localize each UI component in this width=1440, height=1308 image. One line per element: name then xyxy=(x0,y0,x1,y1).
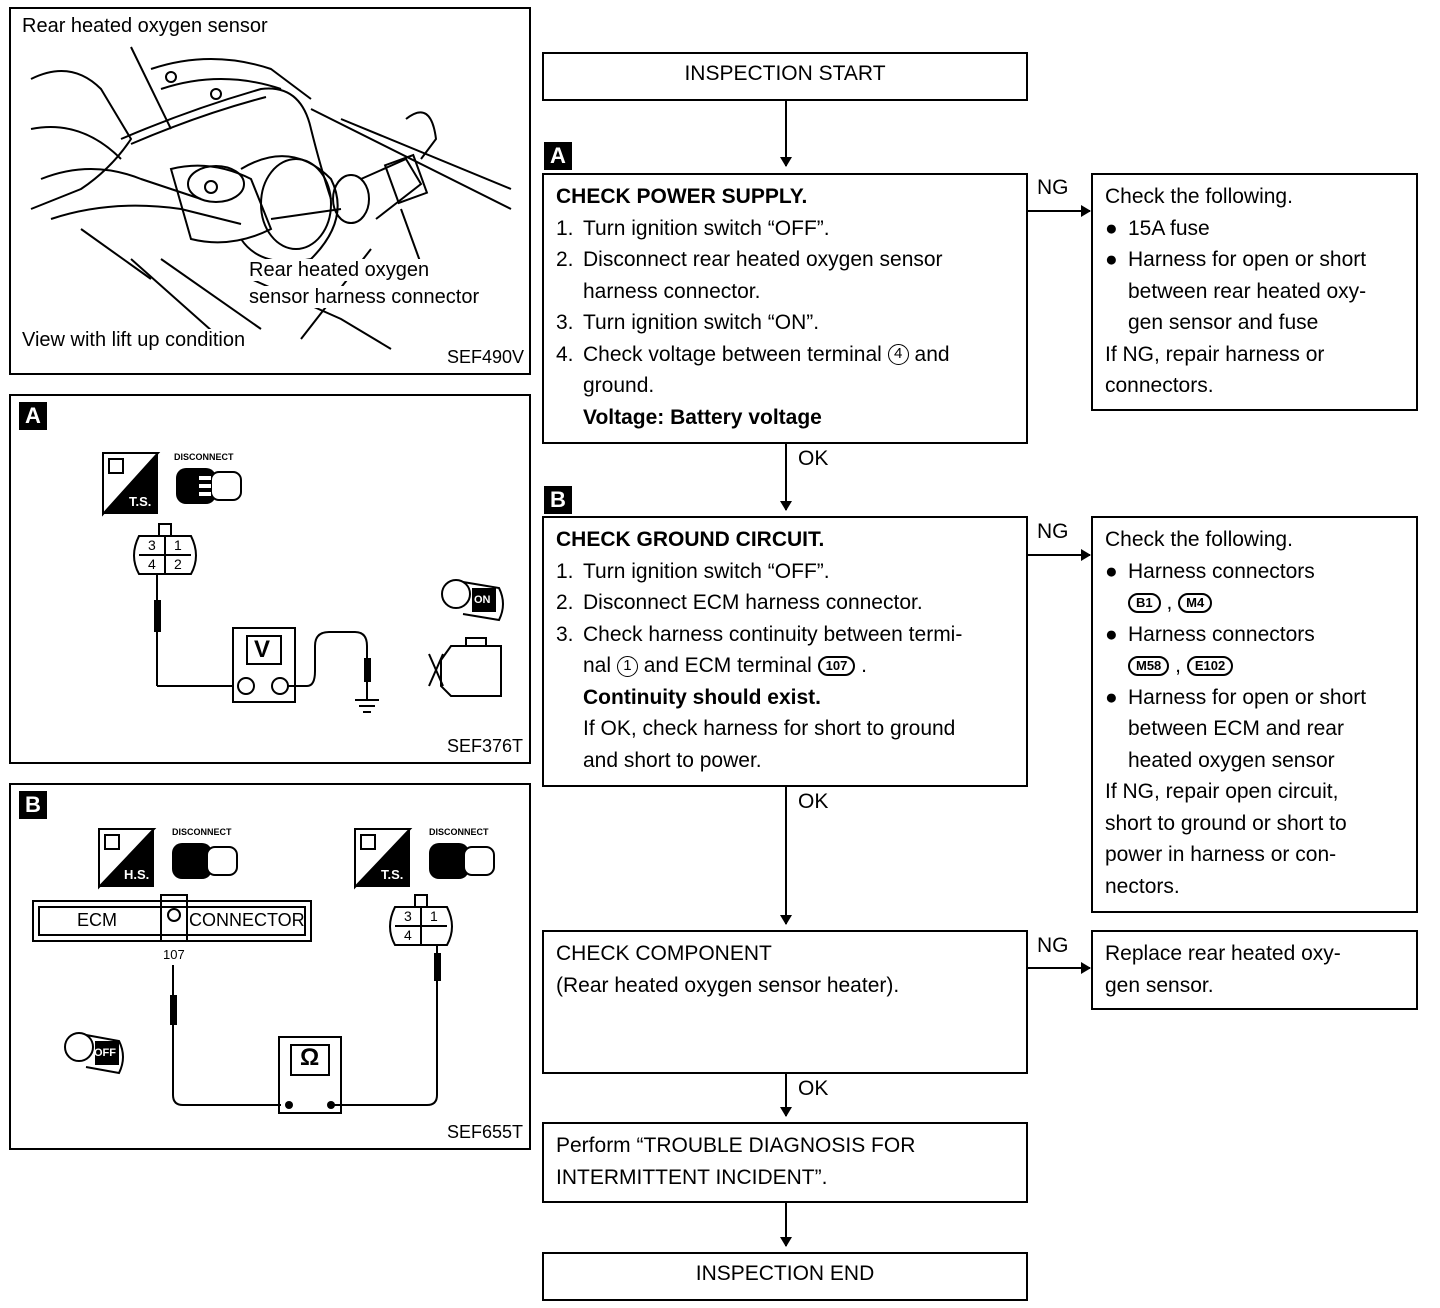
step-b-item: 2.Disconnect ECM harness connector. xyxy=(556,591,923,614)
continuity-check-circuit xyxy=(32,828,495,1114)
ng-b-head: Check the following. xyxy=(1105,528,1293,551)
ignition-on-label: ON xyxy=(474,594,491,606)
pin-4: 4 xyxy=(404,927,412,943)
pin-4: 4 xyxy=(148,556,156,572)
connector-label-1: Rear heated oxygen xyxy=(249,259,430,281)
ng-a-foot-1: If NG, repair harness or xyxy=(1105,342,1325,366)
connector-badge: B1 xyxy=(1128,593,1161,614)
panel-b-tag: B xyxy=(19,791,47,819)
pin-3: 3 xyxy=(404,908,412,924)
sensor-label: Rear heated oxygen sensor xyxy=(22,15,268,37)
step-c-line-2: (Rear heated oxygen sensor heater). xyxy=(556,973,900,997)
check-ground-circuit-box: CHECK GROUND CIRCUIT. 1.Turn ignition sw… xyxy=(542,516,1028,787)
ng-b-foot: If NG, repair open circuit,short to grou… xyxy=(1105,780,1347,898)
view-label: View with lift up condition xyxy=(22,329,246,351)
disconnect-label: DISCONNECT xyxy=(429,827,489,837)
panel-b-continuity-check: B xyxy=(9,783,531,1150)
inspection-end: INSPECTION END xyxy=(695,1262,875,1285)
ok-label: OK xyxy=(798,447,829,470)
figure-code: SEF376T xyxy=(447,736,524,756)
inspection-start: INSPECTION START xyxy=(684,62,886,85)
voltmeter-symbol: V xyxy=(254,636,271,663)
ng-c-line-2: gen sensor. xyxy=(1105,973,1214,997)
inspection-start-box: INSPECTION START xyxy=(542,52,1028,101)
check-power-supply-box: CHECK POWER SUPPLY. 1.Turn ignition swit… xyxy=(542,173,1028,444)
terminal-107-label: 107 xyxy=(163,947,185,962)
step-b-item: 3.Check harness continuity between termi… xyxy=(556,622,963,678)
ng-a-head: Check the following. xyxy=(1105,185,1293,208)
pin-3: 3 xyxy=(148,537,156,553)
ecm-terminal-badge: 107 xyxy=(817,656,856,677)
ng-label: NG xyxy=(1037,934,1069,957)
step-b-note-1: If OK, check harness for short to ground xyxy=(583,717,956,740)
figure-code: SEF655T xyxy=(447,1122,524,1142)
step-d-line-2: INTERMITTENT INCIDENT”. xyxy=(556,1165,828,1189)
check-component-box: CHECK COMPONENT (Rear heated oxygen sens… xyxy=(542,930,1028,1074)
disconnect-icon xyxy=(172,843,238,879)
connector-badge: M58 xyxy=(1128,656,1170,677)
hs-label: H.S. xyxy=(124,867,150,882)
voltage-check-circuit xyxy=(102,452,504,713)
ng-a-foot-2: connectors. xyxy=(1105,374,1214,397)
ignition-off-label: OFF xyxy=(94,1047,116,1059)
sensor-location-illustration: Rear heated oxygen sensor Rear heated ox… xyxy=(9,7,531,375)
ng-c-line-1: Replace rear heated oxy- xyxy=(1105,942,1341,965)
step-b-note-2: and short to power. xyxy=(583,748,762,772)
step-b-tag: B xyxy=(544,486,572,514)
ng-a-box: Check the following. ●15A fuse ●Harness … xyxy=(1091,173,1418,411)
step-a-tag: A xyxy=(544,142,572,170)
panel-a-tag: A xyxy=(19,402,47,430)
step-b-title: CHECK GROUND CIRCUIT. xyxy=(556,528,825,551)
perform-trouble-diagnosis-box: Perform “TROUBLE DIAGNOSIS FOR INTERMITT… xyxy=(542,1122,1028,1203)
ts-label: T.S. xyxy=(381,867,404,882)
ng-c-box: Replace rear heated oxy- gen sensor. xyxy=(1091,930,1418,1010)
pin-1: 1 xyxy=(174,537,182,553)
step-b-item: 1.Turn ignition switch “OFF”. xyxy=(556,559,830,583)
terminal-badge: 4 xyxy=(887,344,909,366)
ohmmeter-symbol: Ω xyxy=(300,1044,320,1071)
connector-label: CONNECTOR xyxy=(189,910,305,930)
ecm-label: ECM xyxy=(77,910,117,930)
connector-badge: M4 xyxy=(1178,593,1213,614)
pin-2: 2 xyxy=(174,556,182,572)
voltage-spec: Voltage: Battery voltage xyxy=(583,405,822,429)
ng-a-bullet: ●15A fuse xyxy=(1105,216,1210,240)
terminal-badge: 1 xyxy=(616,655,638,677)
ok-label: OK xyxy=(798,790,829,813)
ng-label: NG xyxy=(1037,520,1069,543)
figure-code: SEF490V xyxy=(447,347,525,367)
ng-b-box: Check the following. ●Harness connectors… xyxy=(1091,516,1418,913)
connector-label-2: sensor harness connector xyxy=(249,286,480,308)
engine-sketch xyxy=(30,46,512,350)
panel-a-voltage-check: A xyxy=(9,394,531,764)
continuity-spec: Continuity should exist. xyxy=(583,685,822,709)
disconnect-label: DISCONNECT xyxy=(174,452,234,462)
disconnect-label: DISCONNECT xyxy=(172,827,232,837)
step-a-item: 1.Turn ignition switch “OFF”. xyxy=(556,216,830,240)
disconnect-icon xyxy=(176,468,242,504)
ts-label: T.S. xyxy=(129,494,152,509)
step-a-item: 3.Turn ignition switch “ON”. xyxy=(556,311,820,334)
step-c-line-1: CHECK COMPONENT xyxy=(556,942,772,965)
connector-badge: E102 xyxy=(1186,656,1234,677)
ng-label: NG xyxy=(1037,176,1069,199)
step-a-title: CHECK POWER SUPPLY. xyxy=(556,185,808,208)
inspection-end-box: INSPECTION END xyxy=(542,1252,1028,1301)
disconnect-icon xyxy=(429,843,495,879)
step-d-line-1: Perform “TROUBLE DIAGNOSIS FOR xyxy=(556,1134,916,1157)
pin-1: 1 xyxy=(430,908,438,924)
ok-label: OK xyxy=(798,1077,829,1100)
